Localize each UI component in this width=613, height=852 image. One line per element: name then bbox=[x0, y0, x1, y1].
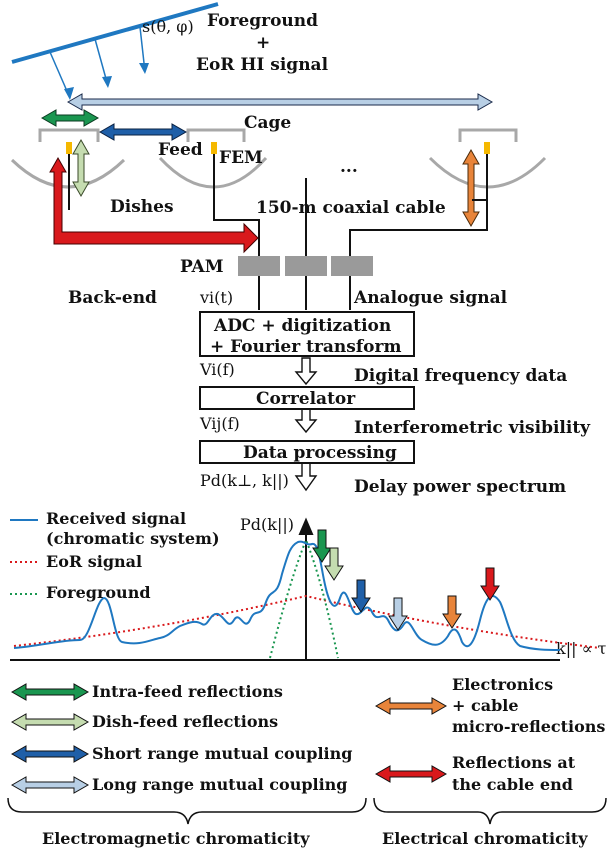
cage-label: Cage bbox=[244, 113, 291, 133]
braces bbox=[7, 797, 607, 825]
feed-label: Feed bbox=[158, 140, 203, 160]
processing-label: Data processing bbox=[243, 443, 397, 463]
y-axis-label: Pd(k||) bbox=[240, 515, 294, 534]
short-range-marker bbox=[351, 579, 371, 613]
vi-f-label: Vi(f) bbox=[199, 360, 235, 379]
dishes-label: Dishes bbox=[110, 197, 174, 217]
key-dish-feed: Dish-feed reflections bbox=[92, 712, 278, 731]
key-short-range: Short range mutual coupling bbox=[92, 744, 352, 763]
long-range-coupling-arrow bbox=[66, 93, 494, 111]
electronics-arrow bbox=[462, 148, 480, 228]
feature-arrows bbox=[312, 529, 500, 631]
pam-label: PAM bbox=[180, 257, 224, 277]
vij-f-label: Vij(f) bbox=[199, 414, 240, 433]
cable-end-marker bbox=[480, 567, 500, 601]
key-electronics-1: Electronics bbox=[452, 675, 553, 694]
dish-feed-marker bbox=[324, 547, 344, 581]
flow-arrows bbox=[294, 357, 318, 492]
legend bbox=[10, 519, 38, 595]
legend-received-1: Received signal bbox=[46, 509, 186, 528]
digital-label: Digital frequency data bbox=[354, 366, 567, 386]
key-electronics-3: micro-reflections bbox=[452, 717, 605, 736]
key-long-range: Long range mutual coupling bbox=[92, 775, 348, 794]
key-electronics-arrow bbox=[374, 697, 448, 715]
signal-symbol: s(θ, φ) bbox=[142, 17, 194, 36]
key-cable-end-1: Reflections at bbox=[452, 753, 576, 772]
short-range-coupling-arrow bbox=[98, 123, 188, 141]
pam-boxes bbox=[238, 256, 373, 276]
foreground-label: Foreground bbox=[207, 11, 318, 31]
feeds bbox=[66, 142, 490, 154]
cage-brackets bbox=[38, 128, 518, 142]
cable-label: 150-m coaxial cable bbox=[256, 198, 446, 218]
fem-label: FEM bbox=[219, 148, 263, 168]
ellipsis: ... bbox=[340, 157, 358, 177]
dish-feed-arrow bbox=[72, 138, 90, 198]
foreground-curve bbox=[269, 537, 339, 659]
key-long-range-arrow bbox=[10, 776, 90, 794]
key-intra-feed: Intra-feed reflections bbox=[92, 682, 283, 701]
adc-line1: ADC + digitization bbox=[213, 316, 391, 336]
correlator-label: Correlator bbox=[256, 389, 356, 409]
el-chromaticity: Electrical chromaticity bbox=[382, 829, 588, 848]
key-arrows bbox=[10, 683, 448, 794]
em-chromaticity: Electromagnetic chromaticity bbox=[42, 829, 310, 848]
pd-label: Pd(k⊥, k||) bbox=[200, 471, 289, 490]
adc-line2: + Fourier transform bbox=[210, 337, 401, 357]
interferometric-label: Interferometric visibility bbox=[354, 418, 591, 438]
x-axis-label: k|| ∝ τ bbox=[556, 639, 606, 658]
eor-curve bbox=[13, 594, 601, 649]
backend-label: Back-end bbox=[68, 288, 157, 308]
cable-end-reflection-arrow bbox=[49, 156, 259, 254]
delay-label: Delay power spectrum bbox=[354, 477, 566, 497]
vi-t-label: vi(t) bbox=[199, 288, 233, 307]
received-signal-curve bbox=[13, 540, 561, 651]
correlator-box bbox=[199, 386, 415, 410]
incoming-wavefront bbox=[11, 2, 219, 100]
plus-label: + bbox=[256, 33, 270, 53]
key-dish-feed-arrow bbox=[10, 713, 90, 731]
adc-box bbox=[199, 311, 415, 357]
key-cable-end-arrow bbox=[374, 765, 448, 783]
key-cable-end-2: the cable end bbox=[452, 775, 573, 794]
legend-eor: EoR signal bbox=[46, 552, 142, 571]
coaxial-cables bbox=[68, 154, 488, 310]
key-short-range-arrow bbox=[10, 745, 90, 763]
legend-foreground: Foreground bbox=[46, 583, 151, 602]
key-electronics-2: + cable bbox=[452, 696, 519, 715]
electronics-marker bbox=[442, 595, 462, 629]
legend-received-2: (chromatic system) bbox=[46, 529, 220, 548]
key-intra-feed-arrow bbox=[10, 683, 90, 701]
processing-box bbox=[199, 440, 415, 464]
intra-feed-marker bbox=[312, 529, 332, 563]
intra-feed-arrow bbox=[40, 109, 100, 127]
long-range-marker bbox=[388, 597, 408, 631]
analogue-label: Analogue signal bbox=[353, 288, 508, 308]
eor-label: EoR HI signal bbox=[196, 55, 329, 75]
